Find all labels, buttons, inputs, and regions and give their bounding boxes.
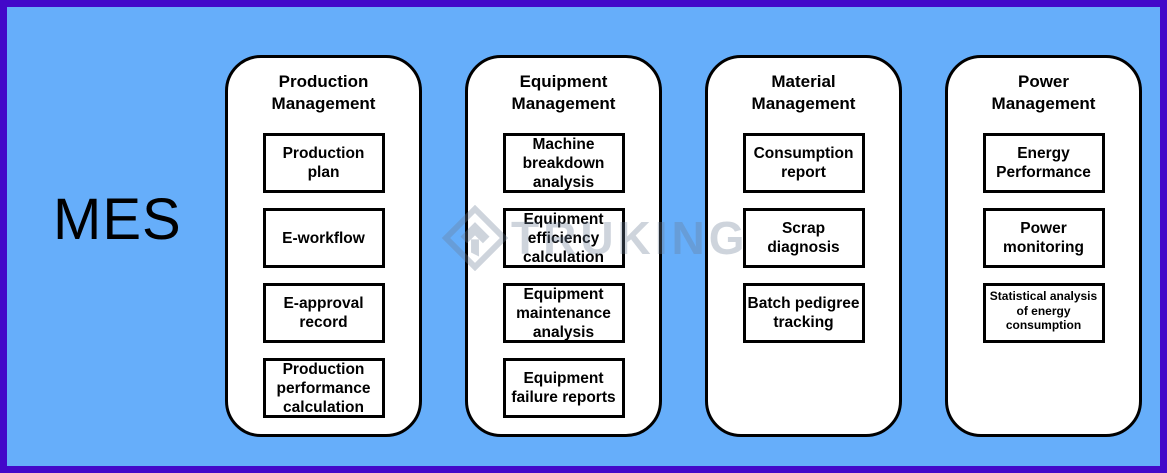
panel-title: Material Management [751, 72, 856, 113]
box-energy-performance: Energy Performance [982, 133, 1105, 193]
box-production-plan: Production plan [262, 133, 385, 193]
panel-title: Equipment Management [511, 72, 616, 113]
box-machine-breakdown-analysis: Machine breakdown analysis [502, 133, 625, 193]
box-statistical-analysis-of-energy-consumption: Statistical analysis of energy consumpti… [982, 283, 1105, 343]
box-production-performance-calculation: Production performance calculation [262, 358, 385, 418]
box-equipment-maintenance-analysis: Equipment maintenance analysis [502, 283, 625, 343]
panel-title: Production Management [271, 72, 376, 113]
box-equipment-efficiency-calculation: Equipment efficiency calculation [502, 208, 625, 268]
box-e-approval-record: E-approval record [262, 283, 385, 343]
box-equipment-failure-reports: Equipment failure reports [502, 358, 625, 418]
box-consumption-report: Consumption report [742, 133, 865, 193]
panel-equipment-management: Equipment Management Machine breakdown a… [465, 55, 662, 437]
box-power-monitoring: Power monitoring [982, 208, 1105, 268]
box-batch-pedigree-tracking: Batch pedigree tracking [742, 283, 865, 343]
mes-root-label: MES [53, 187, 182, 252]
panel-title: Power Management [991, 72, 1096, 113]
box-e-workflow: E-workflow [262, 208, 385, 268]
box-scrap-diagnosis: Scrap diagnosis [742, 208, 865, 268]
